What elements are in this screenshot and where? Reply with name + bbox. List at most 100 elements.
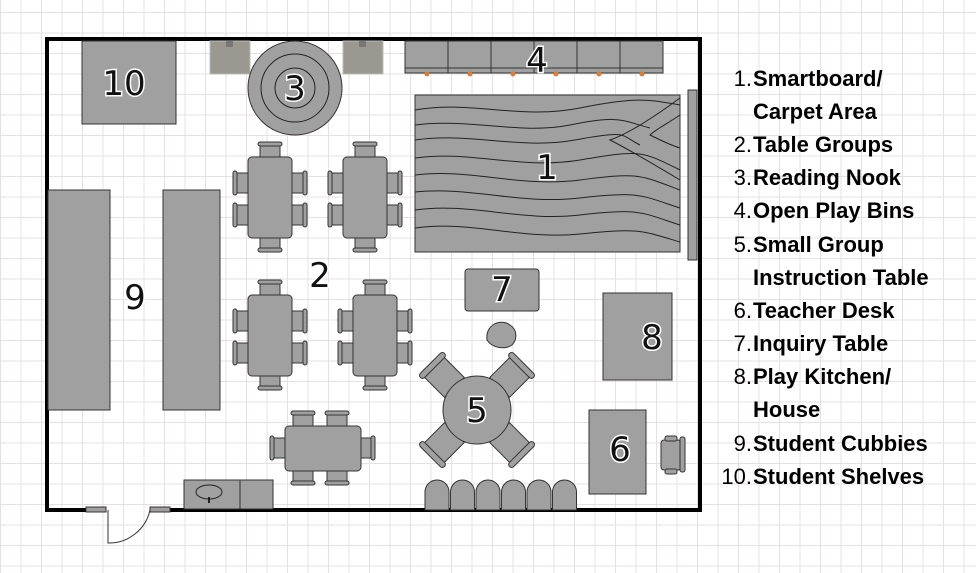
smartboard [687,89,698,261]
inquiry-table [464,268,540,312]
legend-number: 4. [733,198,752,224]
legend-text: House [753,397,821,423]
floor-seats [424,479,577,511]
legend-number: 9. [733,430,752,456]
inquiry-chair [486,321,517,349]
student-cubby [162,189,221,411]
seat [424,479,450,511]
legend-item: Instruction Table [712,261,972,294]
legend-item: Carpet Area [712,95,972,128]
teacher-desk [588,409,647,495]
label-6: 6 [609,430,631,470]
label-7: 7 [491,270,513,310]
chair-back [302,308,308,334]
chair-back [508,352,535,379]
chair-back [362,279,388,285]
legend-text: Student Shelves [753,463,925,489]
legend-text: Open Play Bins [753,198,915,224]
table [247,156,293,239]
teacher-chair [660,435,686,475]
door [85,506,171,544]
bin-handle [424,71,430,77]
bin-handle [510,71,516,77]
legend-number: 6. [733,297,752,323]
chair-back [269,435,275,461]
chair-back [337,308,343,334]
seat [475,479,501,511]
carpet-area [414,94,681,253]
label-2: 2 [309,256,331,296]
chair-back [232,308,238,334]
table-groups [232,141,413,486]
chair-back [508,441,535,468]
legend-item: 2.Table Groups [712,128,972,161]
legend-item: 6.Teacher Desk [712,294,972,327]
label-4: 4 [526,41,548,81]
chair-back [397,202,403,228]
legend-item: 1.Smartboard/ [712,62,972,95]
chair-back [257,141,283,147]
legend-number: 7. [733,331,752,357]
table [342,156,388,239]
legend-number: 5. [733,231,752,257]
legend-text: Inquiry Table [753,331,889,357]
legend-text: Smartboard/ [753,65,883,91]
label-10: 10 [102,64,145,104]
label-8: 8 [641,318,663,358]
legend-item: 8.Play Kitchen/ [712,361,972,394]
table [352,294,398,377]
legend-number: 1. [733,65,752,91]
seat [526,479,552,511]
reading-nook-rug [247,40,343,136]
chair-back [302,170,308,196]
chair-back [370,435,376,461]
bin-handle [596,71,602,77]
table [247,294,293,377]
chair-back [232,202,238,228]
chair-back [352,247,378,253]
play-kitchen [602,292,673,381]
chair-back [290,410,316,416]
chair-back [327,170,333,196]
legend-item: House [712,394,972,427]
small-group-table [419,352,535,468]
chair-back [302,202,308,228]
chair-back [257,247,283,253]
label-9: 9 [124,278,146,318]
legend-text: Small Group [753,231,884,257]
legend-text: Instruction Table [753,264,929,290]
legend-item: 7.Inquiry Table [712,328,972,361]
bin-handle [467,71,473,77]
table-group [327,141,403,253]
chair-back [232,170,238,196]
table-group [232,279,308,391]
bin-handle [639,71,645,77]
open-play-bins [404,40,664,77]
legend-number: 2. [733,131,752,157]
chair-back [324,410,350,416]
sink [183,479,274,510]
seat [501,479,526,511]
legend-text: Carpet Area [753,98,877,124]
chair-back [324,480,350,486]
legend-number: 3. [733,165,752,191]
chair-back [337,340,343,366]
chair-back [302,340,308,366]
chair-back [352,141,378,147]
table-group [337,279,413,391]
legend-item: 5.Small Group [712,228,972,261]
chair-back [232,340,238,366]
chair-back [407,340,413,366]
floor-cushion [209,40,251,75]
chair-back [397,170,403,196]
chair-back [419,352,446,379]
legend-item: 3.Reading Nook [712,162,972,195]
chair-back [407,308,413,334]
legend-text: Table Groups [753,131,894,157]
legend-text: Play Kitchen/ [753,364,892,390]
table-group [232,141,308,253]
seat [450,479,475,511]
walls [45,37,702,512]
